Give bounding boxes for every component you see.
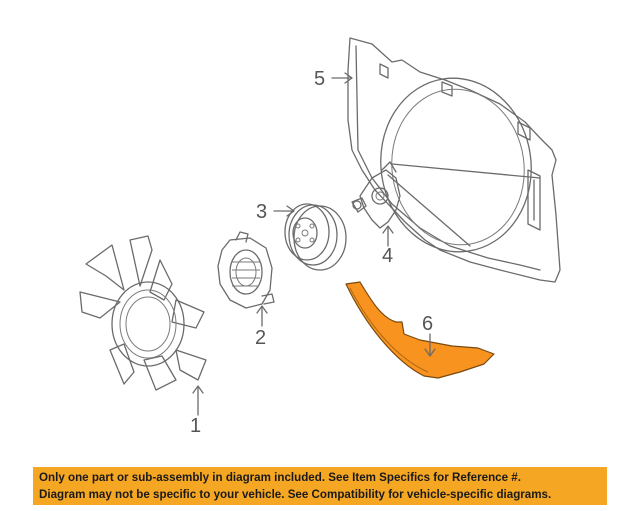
callout-5: 5 [314, 68, 325, 90]
callout-4: 4 [382, 245, 393, 267]
leader-lines [192, 72, 436, 416]
disclaimer-line-2: Diagram may not be specific to your vehi… [39, 488, 552, 501]
callout-6: 6 [422, 313, 433, 335]
part-4-fan-bracket[interactable] [351, 161, 401, 229]
part-1-fan-blade[interactable] [79, 235, 207, 391]
callout-1: 1 [190, 415, 201, 437]
parts-diagram: 1 2 3 4 5 6 [79, 37, 561, 437]
part-2-fan-clutch[interactable] [217, 231, 275, 309]
callout-2: 2 [255, 327, 266, 349]
disclaimer-line-1: Only one part or sub-assembly in diagram… [39, 471, 521, 484]
part-6-lower-seal[interactable] [345, 281, 495, 379]
disclaimer-banner: Only one part or sub-assembly in diagram… [33, 467, 607, 505]
part-5-fan-shroud[interactable] [347, 37, 561, 283]
callout-3: 3 [256, 201, 267, 223]
part-3-pulley[interactable] [284, 203, 347, 271]
